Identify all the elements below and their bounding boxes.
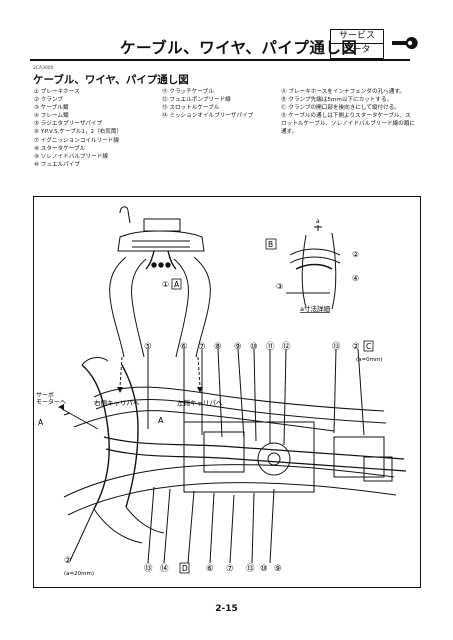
- callout-1: ①: [162, 280, 169, 289]
- legend-item: ⑬ スロットルケーブル: [162, 105, 220, 112]
- view-label-a: A: [158, 416, 164, 425]
- legend-column-2: ⑪ クラッチケーブル ⑫ フュエルポンプリード線 ⑬ スロットルケーブル ⑭ ミ…: [162, 88, 253, 120]
- note-item: Ⓑ クランプ先端は5mm以下にカットする。: [281, 97, 393, 104]
- callout-bottom: ⑩: [260, 564, 268, 574]
- callout-top: ⑩: [250, 342, 258, 352]
- note-item: Ⓐ ブレーキホースをインナフェンダの孔へ通す。: [281, 89, 406, 95]
- section-tab-line1: サービス: [331, 30, 383, 44]
- wrench-icon: [388, 32, 418, 54]
- page-number: 2-15: [215, 604, 238, 614]
- callout-top: ⑨: [234, 342, 242, 352]
- callout-top: ⑤: [144, 342, 152, 352]
- fork-detail-drawing: [109, 206, 211, 388]
- arrow-down-icon: [197, 387, 203, 393]
- legend-column-1: ① ブレーキホース ② クランプ ③ ケーブル類 ④ フレーム類 ⑤ ラジエタブ…: [34, 88, 122, 169]
- right-caliper-label: 右側キャリパへ: [94, 398, 140, 407]
- legend-item: ⑭ ミッションオイルブリーザパイプ: [162, 113, 254, 120]
- callout-bottom: ⑬: [144, 564, 153, 574]
- callout-bottom: ⑥: [206, 564, 214, 574]
- callout-bottom: ⑦: [226, 564, 234, 574]
- dimension-a0-label: (a=0mm): [356, 357, 383, 363]
- left-caliper-label: 左側キャリパへ: [177, 398, 223, 407]
- legend-item: ⑫ フュエルポンプリード線: [162, 97, 231, 104]
- box-label-b: B: [268, 240, 273, 249]
- arrow-left-icon: [58, 404, 64, 410]
- callout-bottom: ⑬: [246, 564, 255, 574]
- callout-bottom: ⑭: [160, 564, 169, 574]
- legend-item: ③ ケーブル類: [34, 105, 69, 112]
- callout-top: ⑧: [214, 342, 222, 352]
- box-label-c: C: [366, 342, 371, 351]
- legend-item: ④ フレーム類: [34, 113, 69, 120]
- legend-item: ⑨ ソレノイドバルブリード線: [34, 153, 108, 160]
- clamp-detail-drawing: [286, 225, 341, 310]
- callout-bottom: ⑨: [274, 564, 282, 574]
- legend-item: ② クランプ: [34, 97, 63, 104]
- box-label-a: A: [174, 280, 180, 289]
- callout-top: ⑥: [180, 342, 188, 352]
- detail-a-dimension-caption: a寸法詳細: [300, 304, 330, 313]
- callout-top: ⑫: [282, 342, 291, 352]
- callout-top: ②: [352, 342, 360, 352]
- detail-callout-3: ③: [276, 282, 283, 291]
- callout-top: ⑪: [266, 342, 275, 352]
- detail-callout-2: ②: [352, 250, 359, 259]
- legend-item: ⑥ Y.P.V.S.ケーブル1，2（右気筒）: [34, 129, 123, 136]
- legend-item: ⑤ ラジエタブリーザパイプ: [34, 121, 103, 128]
- legend-item: ⑧ スタータケーブル: [34, 145, 86, 152]
- note-item: Ⓒ クランプの開口部を後向きにして縦付ける。: [281, 105, 400, 112]
- section-title: ケーブル、ワイヤ、パイプ通し図: [33, 74, 189, 86]
- legend-item: ① ブレーキホース: [34, 89, 80, 95]
- view-arrow-a-label: A: [38, 418, 44, 427]
- document-code: 2CA3000: [33, 66, 54, 71]
- routing-diagram-svg: 右側キャリパへ 左側キャリパへ A ① A B a ② ③ ④ a寸法詳細 ⑤ …: [36, 206, 407, 577]
- detail-callout-4: ④: [352, 274, 359, 283]
- arrow-down-icon: [117, 387, 123, 393]
- notes-column: Ⓐ ブレーキホースをインナフェンダの孔へ通す。 Ⓑ クランプ先端は5mm以下にカ…: [281, 88, 416, 137]
- servo-motor-label-line1: サーボ: [36, 391, 54, 399]
- section-tab-box: サービス データ: [330, 29, 384, 59]
- routing-diagram: 右側キャリパへ 左側キャリパへ A ① A B a ② ③ ④ a寸法詳細 ⑤ …: [33, 196, 421, 588]
- legend-item: ⑪ クラッチケーブル: [162, 89, 214, 95]
- page-header-title: ケーブル、ワイヤ、パイプ通し図: [120, 39, 358, 57]
- legend-item: ⑦ イグニッションコイルリード線: [34, 137, 119, 144]
- callout-left-2: ②: [64, 556, 72, 566]
- servo-motor-label-line2: モーターへ: [36, 398, 66, 406]
- dimension-a20-label: (a=20mm): [64, 571, 94, 577]
- frame-routing-drawing: [61, 357, 407, 544]
- header-rule: [30, 59, 410, 61]
- callout-top: ⑦: [198, 342, 206, 352]
- section-tab-line2: データ: [343, 45, 371, 55]
- legend-item: ⑩ フュエルパイプ: [34, 161, 80, 168]
- callout-top: ⑬: [332, 342, 341, 352]
- dimension-a-label: a: [316, 218, 320, 225]
- box-label-d: D: [182, 564, 188, 573]
- note-item: Ⓓ ケーブルの通しは下側よりスタータケーブル、スロットルケーブル、ソレノイドバル…: [281, 113, 415, 136]
